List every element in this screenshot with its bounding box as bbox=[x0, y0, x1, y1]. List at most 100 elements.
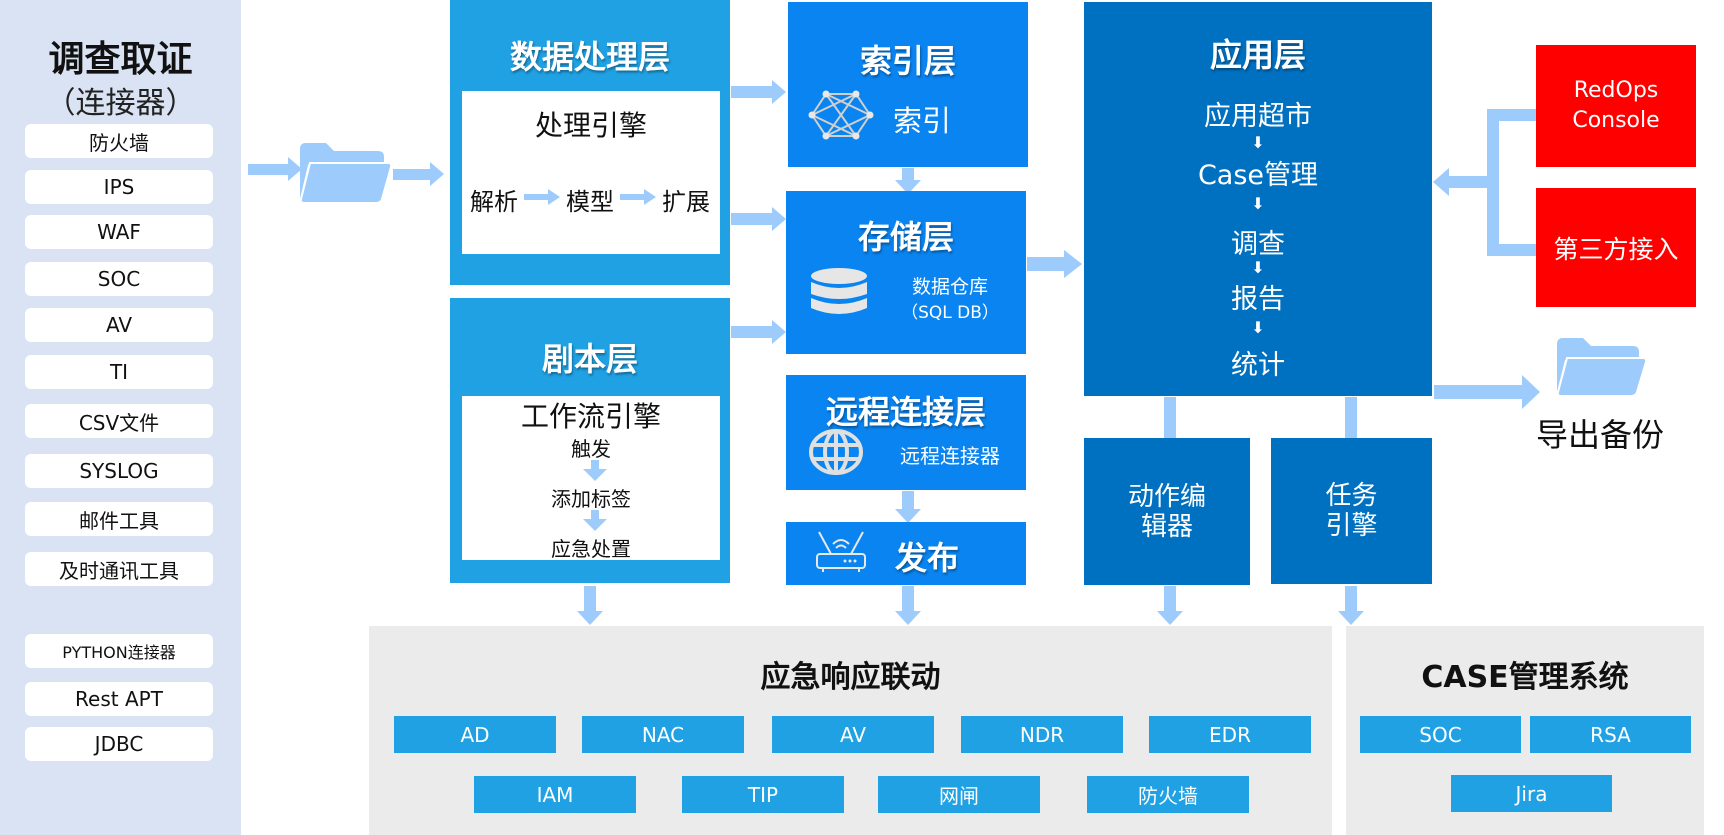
connector-item[interactable]: AV bbox=[25, 308, 213, 342]
connector-item[interactable]: PYTHON连接器 bbox=[25, 634, 213, 668]
app-layer-title: 应用层 bbox=[1209, 36, 1306, 74]
workflow-engine-title: 工作流引擎 bbox=[520, 400, 661, 433]
connector-line bbox=[1487, 109, 1499, 256]
storage-label-2: （SQL DB） bbox=[901, 303, 999, 323]
arrow-shaft bbox=[1345, 586, 1357, 612]
action-editor-line2: 辑器 bbox=[1140, 511, 1193, 542]
step-add-tag: 添加标签 bbox=[551, 487, 631, 511]
integration-chip[interactable]: IAM bbox=[474, 776, 636, 813]
connector-item[interactable]: 邮件工具 bbox=[25, 502, 213, 536]
app-item-statistics: 统计 bbox=[1231, 350, 1285, 381]
arrow-shaft bbox=[1027, 257, 1065, 271]
globe-icon bbox=[809, 429, 863, 475]
app-item-report: 报告 bbox=[1231, 284, 1285, 315]
arrow-shaft bbox=[591, 510, 599, 520]
connector-item[interactable]: SOC bbox=[25, 262, 213, 296]
arrow-shaft bbox=[584, 586, 596, 612]
folder-icon bbox=[1556, 338, 1647, 396]
arrow-head bbox=[772, 320, 786, 344]
connector-item[interactable]: 防火墙 bbox=[25, 124, 213, 158]
integration-chip[interactable]: NDR bbox=[961, 716, 1123, 753]
arrow-shaft bbox=[620, 194, 646, 200]
step-model: 模型 bbox=[566, 188, 614, 216]
arrow-shaft bbox=[1448, 176, 1488, 188]
integration-chip[interactable]: NAC bbox=[582, 716, 744, 753]
arrow-shaft bbox=[393, 169, 431, 180]
arrow-head bbox=[430, 162, 444, 186]
arrow-shaft bbox=[731, 86, 773, 98]
publish-title: 发布 bbox=[895, 539, 960, 577]
task-engine-line1: 任务 bbox=[1325, 481, 1378, 511]
arrow-shaft bbox=[591, 460, 599, 470]
arrow-shaft bbox=[731, 213, 773, 225]
integration-chip[interactable]: TIP bbox=[682, 776, 844, 813]
arrow-head bbox=[1433, 168, 1449, 196]
arrow-head bbox=[288, 157, 302, 181]
arrow-head bbox=[583, 519, 607, 531]
task-engine-line2: 引擎 bbox=[1325, 511, 1378, 541]
app-item-case: Case管理 bbox=[1197, 160, 1319, 191]
database-icon bbox=[811, 268, 867, 314]
app-item-market: 应用超市 bbox=[1204, 101, 1312, 132]
integration-chip[interactable]: 网闸 bbox=[878, 776, 1040, 813]
action-editor-line1: 动作编 bbox=[1127, 481, 1206, 512]
connector-item[interactable]: 及时通讯工具 bbox=[25, 552, 213, 586]
connector-item[interactable]: SYSLOG bbox=[25, 454, 213, 488]
processing-engine-title: 处理引擎 bbox=[534, 109, 647, 142]
sidebar-title: 调查取证 bbox=[48, 39, 193, 80]
connector-item[interactable]: CSV文件 bbox=[25, 404, 213, 438]
arrow-head bbox=[895, 180, 921, 194]
connector-item[interactable]: Rest APT bbox=[25, 682, 213, 716]
arrow-head bbox=[577, 611, 603, 625]
export-label: 导出备份 bbox=[1535, 416, 1664, 454]
arrow-shaft bbox=[731, 326, 773, 338]
arrow-down-icon: ⬇ bbox=[1251, 318, 1265, 337]
integration-chip[interactable]: AD bbox=[394, 716, 556, 753]
redops-line1: RedOps bbox=[1573, 78, 1659, 103]
arrow-shaft bbox=[248, 164, 290, 175]
integration-chip[interactable]: EDR bbox=[1149, 716, 1311, 753]
arrow-shaft bbox=[1434, 385, 1524, 399]
arrow-head bbox=[895, 509, 921, 523]
arrow-shaft bbox=[902, 491, 914, 511]
arrow-shaft bbox=[902, 586, 914, 612]
index-layer bbox=[788, 2, 1028, 167]
redops-line2: Console bbox=[1572, 108, 1660, 133]
step-extend: 扩展 bbox=[662, 188, 710, 216]
third-party-label: 第三方接入 bbox=[1553, 234, 1679, 264]
folder-icon bbox=[299, 143, 392, 203]
remote-label: 远程连接器 bbox=[900, 444, 1000, 468]
arrow-head bbox=[1157, 611, 1183, 625]
arrow-head bbox=[1064, 250, 1082, 278]
connector-line bbox=[1487, 109, 1536, 121]
arrow-head bbox=[895, 611, 921, 625]
third-party-access[interactable]: 第三方接入 bbox=[1536, 188, 1696, 307]
arrow-head bbox=[644, 189, 656, 205]
step-trigger: 触发 bbox=[571, 437, 611, 461]
connector-item[interactable]: IPS bbox=[25, 170, 213, 204]
sidebar-subtitle: （连接器） bbox=[45, 86, 196, 121]
case-system-title: CASE管理系统 bbox=[1421, 660, 1629, 695]
case-chip[interactable]: Jira bbox=[1451, 775, 1612, 812]
remote-layer-title: 远程连接层 bbox=[825, 393, 986, 431]
arrow-shaft bbox=[524, 194, 550, 200]
case-chip[interactable]: SOC bbox=[1360, 716, 1521, 753]
integration-chip[interactable]: 防火墙 bbox=[1087, 776, 1249, 813]
integration-chip[interactable]: AV bbox=[772, 716, 934, 753]
data-processing-title: 数据处理层 bbox=[509, 38, 670, 76]
step-emergency: 应急处置 bbox=[551, 537, 631, 561]
step-parse: 解析 bbox=[470, 188, 518, 216]
storage-layer-title: 存储层 bbox=[857, 218, 954, 256]
connector-line bbox=[1345, 397, 1357, 438]
app-item-investigate: 调查 bbox=[1231, 229, 1285, 260]
task-engine: 任务 引擎 bbox=[1271, 438, 1432, 584]
arrow-head bbox=[548, 189, 560, 205]
arrow-head bbox=[772, 207, 786, 231]
redops-console[interactable]: RedOps Console bbox=[1536, 45, 1696, 167]
arrow-head bbox=[772, 80, 786, 104]
connector-item[interactable]: JDBC bbox=[25, 727, 213, 761]
case-chip[interactable]: RSA bbox=[1530, 716, 1691, 753]
connector-item[interactable]: TI bbox=[25, 355, 213, 389]
connector-item[interactable]: WAF bbox=[25, 215, 213, 249]
arrow-shaft bbox=[902, 168, 914, 182]
